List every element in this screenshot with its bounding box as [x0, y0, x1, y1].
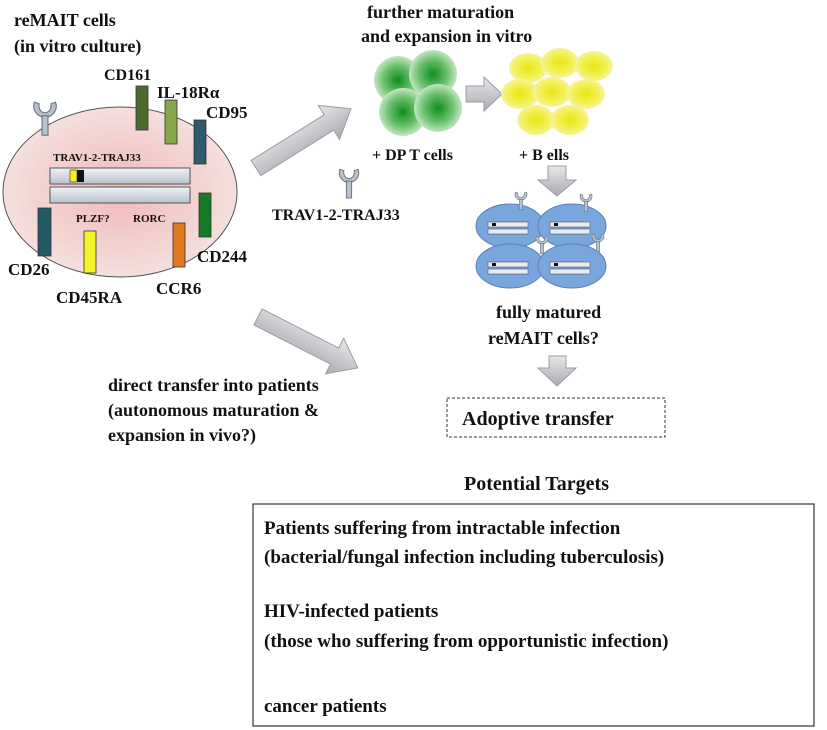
yellow-cell — [509, 53, 547, 83]
maturation-title-line2: and expansion in vitro — [361, 26, 532, 46]
yellow-cell — [567, 79, 605, 109]
cd161-bar — [135, 85, 149, 131]
mature-label-line2: reMAIT cells? — [488, 328, 599, 348]
yellow-cell — [575, 51, 613, 81]
targets-heading: Potential Targets — [464, 473, 609, 495]
arrow-down-to-mature — [536, 165, 578, 197]
arrow-to-direct-transfer — [253, 308, 359, 375]
remait-cell-panel: reMAIT cells (in vitro culture) CD161 IL… — [2, 10, 248, 307]
target-2-line1: HIV-infected patients — [264, 601, 438, 622]
cd161-label: CD161 — [104, 67, 151, 84]
yellow-cell — [517, 105, 555, 135]
direct-transfer-section: direct transfer into patients (autonomou… — [108, 375, 319, 446]
cd26-bar — [37, 207, 52, 257]
gene-segment-yellow — [69, 169, 78, 183]
target-1-line2: (bacterial/fungal infection including tu… — [264, 547, 664, 568]
cd45ra-label: CD45RA — [56, 288, 123, 307]
gene-segment-black — [77, 170, 84, 182]
rorc-label: RORC — [133, 213, 165, 225]
mature-label-line1: fully matured — [496, 302, 601, 322]
arrow-green-to-yellow — [465, 75, 503, 113]
cd95-bar — [193, 119, 207, 165]
yellow-cell — [533, 77, 571, 107]
adoptive-transfer-label: Adoptive transfer — [462, 408, 614, 430]
b-cells-cluster — [501, 48, 613, 135]
il18ra-label: IL-18Rα — [157, 83, 220, 102]
maturation-title-line1: further maturation — [367, 2, 514, 22]
yellow-cell — [501, 79, 539, 109]
panel-title-line2: (in vitro culture) — [14, 36, 141, 57]
dp-t-cells-label: + DP T cells — [372, 147, 453, 164]
gene-bar-upper — [49, 167, 191, 185]
direct-line1: direct transfer into patients — [108, 375, 319, 395]
targets-box — [252, 503, 815, 727]
b-cells-label: + B ells — [519, 147, 569, 164]
target-1-line1: Patients suffering from intractable infe… — [264, 518, 621, 539]
cd244-label: CD244 — [197, 247, 248, 266]
tcr-gene-label: TRAV1-2-TRAJ33 — [53, 152, 141, 164]
tcr-receptor-icon — [338, 168, 360, 199]
green-cell — [379, 88, 427, 136]
yellow-cell — [551, 105, 589, 135]
dp-t-cells-cluster — [374, 50, 462, 136]
il18ra-bar — [164, 99, 178, 145]
cd45ra-bar — [83, 230, 97, 274]
arrow-to-maturation — [250, 104, 352, 177]
cd95-label: CD95 — [206, 103, 248, 122]
green-cell — [414, 84, 462, 132]
ccr6-bar — [172, 222, 186, 268]
direct-line3: expansion in vivo?) — [108, 425, 256, 446]
cd244-bar — [198, 192, 212, 238]
direct-line2: (autonomous maturation & — [108, 400, 319, 421]
potential-targets-section: Potential Targets Patients suffering fro… — [252, 473, 815, 727]
panel-title-line1: reMAIT cells — [14, 10, 116, 30]
adoptive-transfer-box — [446, 397, 666, 438]
yellow-cell — [541, 48, 579, 78]
tcr-free-label: TRAV1-2-TRAJ33 — [272, 207, 400, 224]
maturation-section: further maturation and expansion in vitr… — [272, 2, 666, 438]
target-3-line1: cancer patients — [264, 696, 387, 717]
mature-cells-cluster — [475, 191, 607, 289]
target-2-line2: (those who suffering from opportunistic … — [264, 631, 668, 652]
arrow-down-to-adoptive — [536, 355, 578, 387]
ccr6-label: CCR6 — [156, 279, 201, 298]
gene-bar-lower — [49, 186, 191, 204]
plzf-label: PLZF? — [76, 213, 110, 225]
cd26-label: CD26 — [8, 260, 50, 279]
